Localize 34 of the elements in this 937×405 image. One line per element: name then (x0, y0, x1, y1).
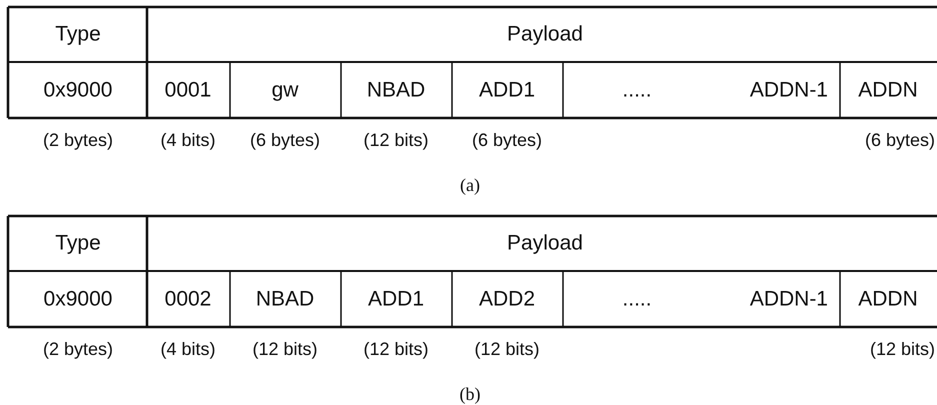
header-text: Payload (507, 232, 583, 254)
size-note: (2 bytes) (42, 131, 114, 149)
size-note: (6 bytes) (250, 131, 320, 149)
field-value: 0x9000 (44, 80, 112, 100)
field-value: ADD1 (478, 80, 536, 100)
field-value: ADDN (858, 80, 918, 100)
size-note: (12 bits) (870, 340, 935, 358)
panel-caption: (a) (460, 176, 480, 194)
header-text: Payload (507, 24, 583, 44)
field-value: ADDN-1 (750, 80, 828, 100)
field-value: 0002 (164, 288, 212, 310)
ellipsis-text: ..... (622, 80, 652, 100)
size-note: (12 bits) (252, 340, 318, 358)
field-value: 0x9000 (44, 288, 112, 310)
size-note: (4 bits) (160, 131, 216, 149)
field-value: NBAD (256, 288, 314, 310)
size-note: (12 bits) (363, 340, 429, 358)
size-note: (12 bits) (474, 340, 540, 358)
field-value: NBAD (366, 80, 426, 100)
size-note: (12 bits) (363, 131, 429, 149)
header-text: Type (55, 24, 101, 44)
ellipsis-text: ..... (622, 288, 652, 310)
field-value: ADDN (858, 288, 918, 310)
field-value: gw (272, 80, 298, 100)
size-note: (6 bytes) (472, 131, 542, 149)
field-value: ADDN-1 (750, 288, 828, 310)
size-note: (2 bytes) (42, 340, 114, 358)
field-value: ADD2 (478, 288, 536, 310)
size-note: (6 bytes) (864, 131, 935, 149)
size-note: (4 bits) (160, 340, 216, 358)
field-value: 0001 (164, 80, 212, 100)
panel-caption: (b) (460, 385, 480, 403)
field-value: ADD1 (368, 288, 424, 310)
header-text: Type (55, 232, 101, 254)
